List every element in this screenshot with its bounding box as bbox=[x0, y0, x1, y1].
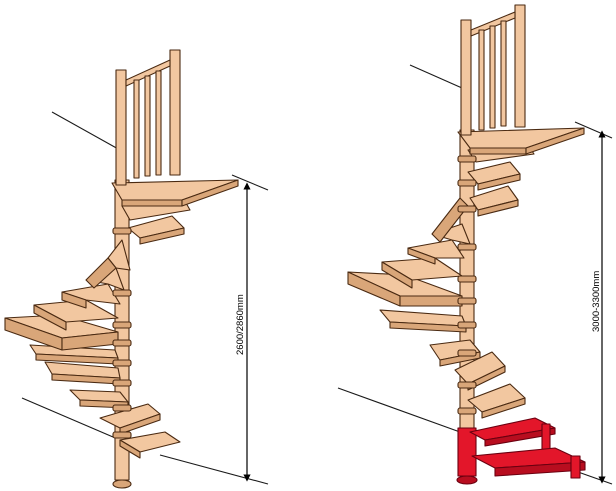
left-ceiling-line bbox=[51, 111, 121, 151]
right-tread bbox=[399, 295, 463, 307]
right-tread bbox=[407, 247, 436, 265]
left-tread bbox=[69, 389, 129, 403]
extension-tread bbox=[484, 427, 556, 447]
right-landing-edge bbox=[525, 127, 585, 155]
right-ceiling-line bbox=[409, 64, 463, 89]
left-tread bbox=[139, 227, 185, 245]
right-column-extension bbox=[457, 427, 477, 477]
right-ceiling-line-right bbox=[574, 121, 613, 139]
left-tread bbox=[33, 304, 67, 331]
left-height-label: 2600/2860mm bbox=[235, 294, 246, 355]
right-tread bbox=[477, 199, 519, 217]
right-height-label: 3000-3300mm bbox=[591, 271, 602, 332]
right-floor-line bbox=[337, 387, 461, 433]
right-tread bbox=[481, 397, 526, 419]
right-landing-edge bbox=[469, 147, 527, 155]
left-collars bbox=[112, 227, 132, 439]
right-railing bbox=[460, 4, 526, 136]
right-tread bbox=[477, 173, 521, 191]
left-landing-edge bbox=[181, 179, 239, 207]
right-stair: 3000-3300mm bbox=[337, 4, 613, 485]
left-stringer bbox=[85, 257, 117, 289]
left-column-base bbox=[112, 479, 132, 489]
right-tread bbox=[381, 261, 413, 289]
left-tread bbox=[119, 439, 141, 459]
left-floor-line bbox=[21, 397, 121, 441]
extension-leg bbox=[570, 455, 581, 479]
left-floor-line-right bbox=[159, 454, 269, 485]
left-landing-edge bbox=[121, 199, 183, 207]
left-railing bbox=[115, 49, 181, 186]
extension-tread bbox=[494, 461, 586, 477]
left-tread bbox=[61, 291, 87, 309]
right-collars bbox=[457, 155, 477, 415]
left-stair: 2600/2860mm bbox=[4, 49, 269, 489]
right-column-base bbox=[456, 475, 478, 485]
right-tread bbox=[389, 321, 467, 333]
